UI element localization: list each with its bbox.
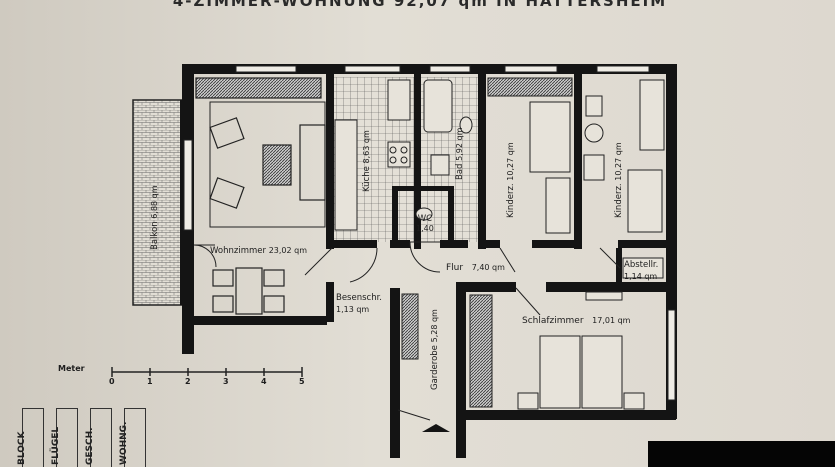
label-garderobe: Garderobe 5,28 qm [430, 309, 440, 390]
scale-bar [111, 367, 303, 377]
legend-fluegel: FLÜGEL [51, 408, 78, 467]
legend-table: BLOCK FLÜGEL GESCH. WOHNG. [17, 408, 158, 467]
label-wohnzimmer: Wohnzimmer 23,02 qm [210, 246, 308, 256]
kinderz2-furniture [583, 79, 665, 233]
black-bar [648, 441, 835, 467]
kueche-furniture [334, 79, 411, 231]
kinderz1-furniture [487, 77, 573, 234]
legend-wohng: WOHNG. [119, 408, 146, 467]
bad-furniture [415, 79, 473, 221]
entrance-arrow [422, 424, 450, 432]
label-flur: Flur 7,40 qm [446, 263, 505, 273]
label-schlafzimmer: Schlafzimmer 17,01 qm [522, 316, 631, 326]
doors [193, 241, 621, 421]
scale-tick-2: 2 [185, 377, 191, 386]
label-kinderz1: Kinderz. 10,27 qm [506, 142, 516, 218]
scale-tick-0: 0 [109, 377, 115, 386]
scale-label: Meter [58, 364, 85, 373]
legend-block: BLOCK [17, 408, 44, 467]
label-kinderz2: Kinderz. 10,27 qm [614, 142, 624, 218]
scale-tick-4: 4 [261, 377, 267, 386]
scale-tick-1: 1 [147, 377, 153, 386]
label-abstellr: Abstellr.1,14 qm [624, 260, 659, 281]
label-besenschr: Besenschr.1,13 qm [336, 293, 383, 314]
schlafzimmer-furniture [469, 291, 645, 410]
label-kueche: Küche 8,63 qm [362, 130, 372, 192]
windows [183, 65, 676, 401]
label-bad: Bad 5,92 qm [455, 127, 465, 180]
legend-gesch: GESCH. [85, 408, 112, 467]
garderobe-furniture [401, 257, 664, 360]
wohnzimmer-furniture [195, 77, 326, 315]
balkon-area [132, 99, 184, 306]
scale-tick-5: 5 [299, 377, 305, 386]
plan-title: 4-ZIMMER-WOHNUNG 92,07 qm IN HATTERSHEIM [172, 0, 668, 10]
scale-tick-3: 3 [223, 377, 229, 386]
label-balkon: Balkon 6,88 qm [150, 185, 160, 250]
